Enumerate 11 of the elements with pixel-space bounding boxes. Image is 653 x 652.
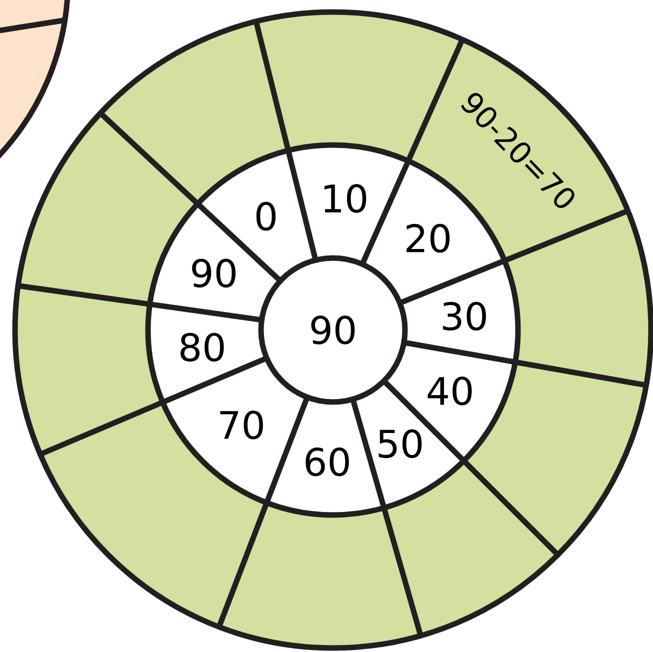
number-label: 30 bbox=[443, 302, 486, 331]
number-label: 20 bbox=[406, 224, 450, 253]
number-label: 90 bbox=[192, 258, 236, 288]
number-label: 40 bbox=[428, 376, 472, 406]
number-label: 10 bbox=[324, 184, 366, 213]
number-label: 50 bbox=[378, 429, 422, 458]
number-label: 60 bbox=[306, 448, 349, 476]
number-label: 90 bbox=[311, 316, 355, 344]
number-label: 70 bbox=[220, 410, 263, 440]
number-label: 80 bbox=[180, 332, 224, 362]
number-label: 0 bbox=[256, 202, 276, 231]
